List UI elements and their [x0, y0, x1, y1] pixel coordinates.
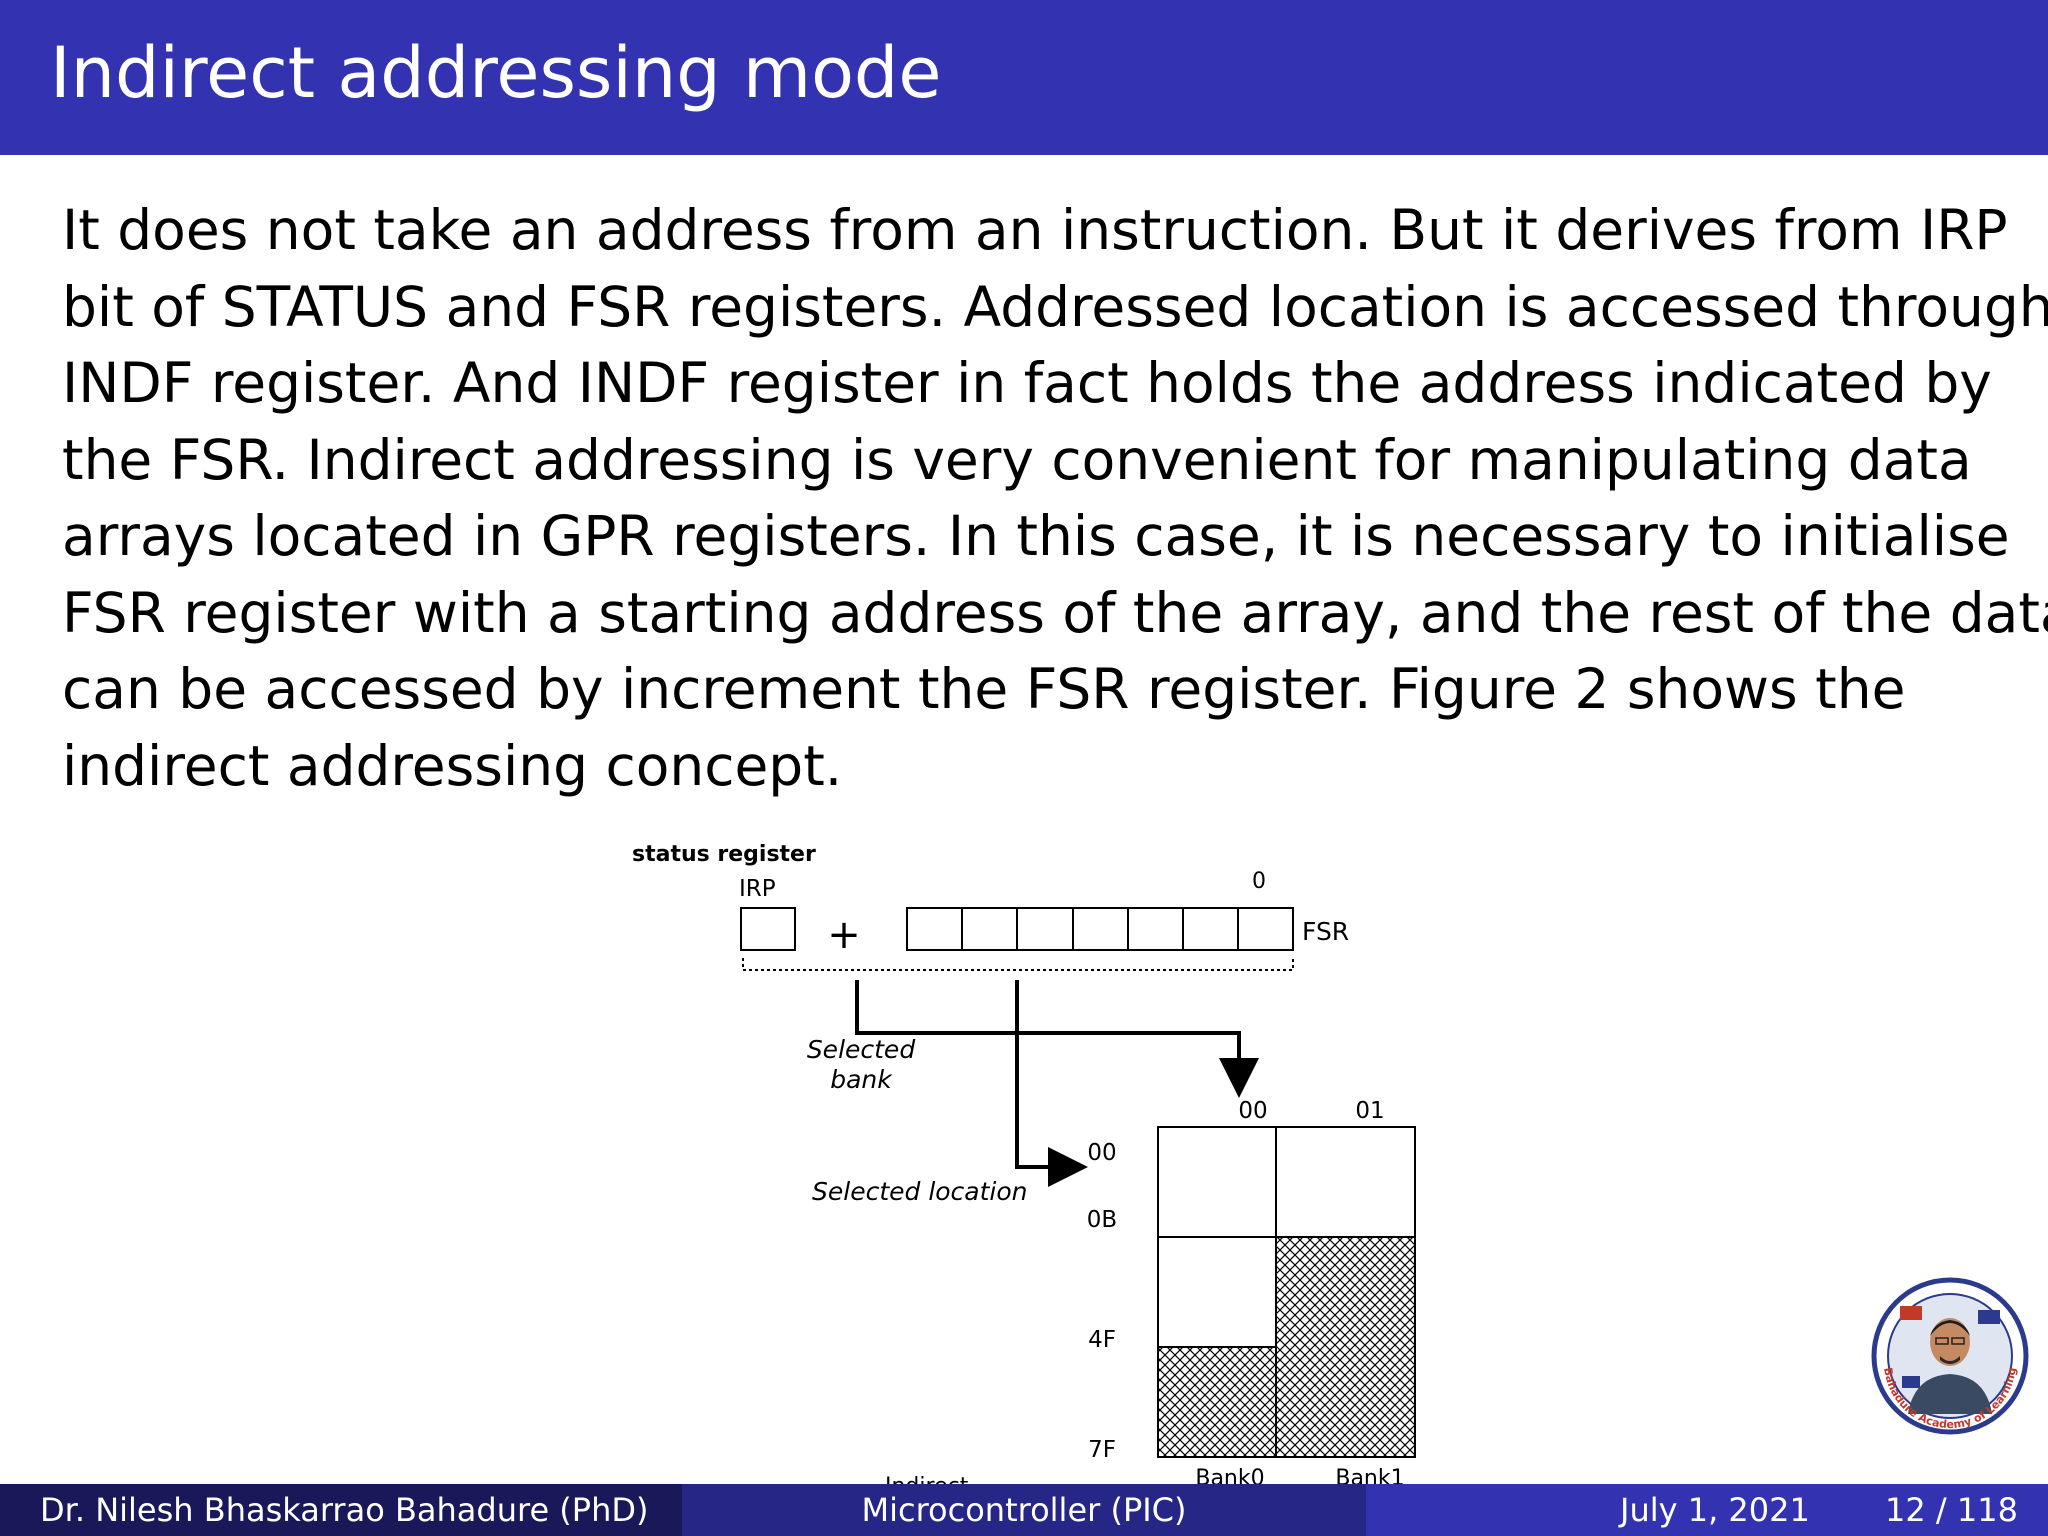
location-select-arrow: [1015, 980, 1088, 1187]
footer-author: Dr. Nilesh Bhaskarrao Bahadure (PhD): [0, 1484, 682, 1536]
plus-sign: +: [827, 912, 861, 958]
body-paragraph: It does not take an address from an inst…: [62, 192, 2048, 804]
status-register-label: status register: [632, 842, 816, 867]
row-address-label: 0B: [1087, 1207, 1117, 1233]
person-avatar-icon: [1908, 1318, 1992, 1414]
body-line: the FSR. Indirect addressing is very con…: [62, 427, 1972, 492]
body-line: bit of STATUS and FSR registers. Address…: [62, 274, 2048, 339]
fsr-label: FSR: [1302, 917, 1349, 946]
body-line: can be accessed by increment the FSR reg…: [62, 657, 1906, 721]
footer-page-number: 12 / 118: [1885, 1491, 2018, 1529]
irp-bit-box: [740, 907, 796, 951]
body-line: FSR register with a starting address of …: [62, 580, 2048, 645]
bank-label: Bank0: [1195, 1466, 1264, 1485]
body-line: arrays located in GPR registers. In this…: [62, 504, 2010, 568]
bank-label: Bank1: [1335, 1466, 1404, 1485]
footer-right-section: July 1, 2021 12 / 118: [1366, 1484, 2048, 1536]
slide-footer: Dr. Nilesh Bhaskarrao Bahadure (PhD) Mic…: [0, 1484, 2048, 1536]
bank1-hatched-region: [1275, 1236, 1416, 1458]
selected-bank-label: Selected: [807, 1035, 916, 1064]
bank-column-header: 01: [1355, 1098, 1384, 1124]
selected-bank-label-line2: bank: [830, 1065, 893, 1094]
indirect-addressing-diagram: status register IRP + 0 FSR Selected ban…: [600, 835, 1480, 1485]
bit-zero-label: 0: [1252, 869, 1266, 894]
row-address-label: 4F: [1088, 1327, 1116, 1353]
slide-title-bar: Indirect addressing mode: [0, 0, 2048, 155]
body-line: It does not take an address from an inst…: [62, 198, 2008, 262]
footer-course: Microcontroller (PIC): [682, 1484, 1366, 1536]
row-address-label: 7F: [1088, 1437, 1116, 1463]
body-line: indirect addressing concept.: [62, 733, 843, 798]
body-line: INDF register. And INDF register in fact…: [62, 351, 1992, 415]
irp-label: IRP: [739, 876, 776, 902]
slide-title: Indirect addressing mode: [50, 32, 942, 114]
memory-bank-table: [1157, 1126, 1416, 1458]
cut-off-label: Indirect: [885, 1474, 969, 1485]
bank-column-header: 00: [1238, 1098, 1267, 1124]
bank-select-arrow: [855, 980, 1259, 1098]
bank0-hatched-region: [1157, 1346, 1277, 1458]
fsr-register: [906, 907, 1294, 951]
academy-logo: Bahadure Academy of Learning: [1870, 1276, 2030, 1436]
selected-location-label: Selected location: [812, 1177, 1028, 1206]
dashed-bracket: [742, 958, 1294, 971]
row-address-label: 00: [1087, 1140, 1116, 1166]
footer-date: July 1, 2021: [1620, 1491, 1810, 1529]
